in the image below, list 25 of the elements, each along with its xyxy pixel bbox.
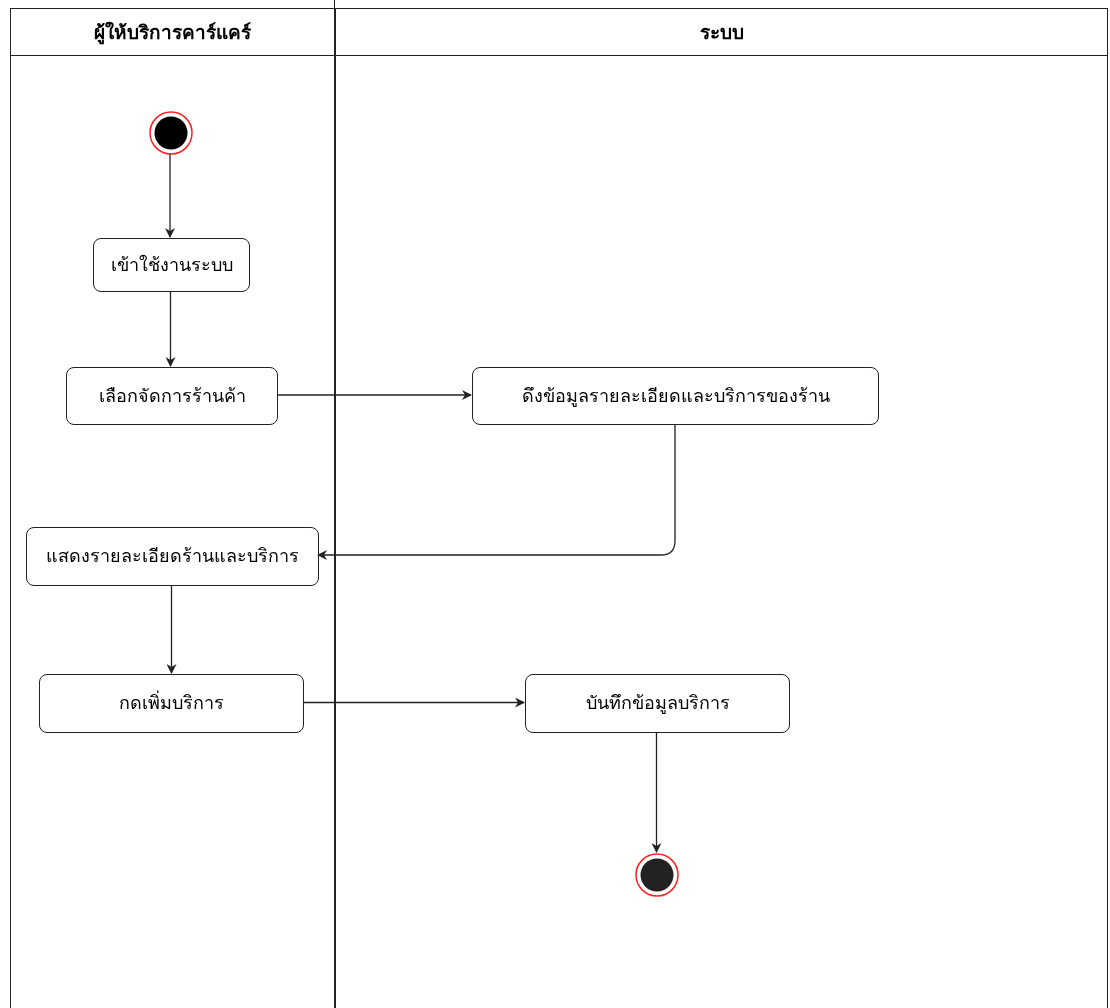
swimlane <box>335 8 1108 1008</box>
arrow <box>165 153 175 238</box>
arrow <box>166 584 177 674</box>
activity-label: บันทึกข้อมูลบริการ <box>585 692 730 715</box>
lane-header: ผู้ให้บริการคาร์แคร์ <box>94 19 251 47</box>
arrow <box>165 290 176 367</box>
activity-box <box>472 367 879 425</box>
activity-box <box>93 238 250 292</box>
activity-label: กดเพิ่มบริการ <box>119 692 224 715</box>
swimlane <box>10 8 335 1008</box>
arrow <box>302 697 525 708</box>
activity-label: เข้าใช้งานระบบ <box>110 253 233 277</box>
activity-box <box>26 527 319 586</box>
end-node <box>635 853 679 897</box>
arrow <box>276 390 472 400</box>
activity-label: เลือกจัดการร้านค้า <box>98 384 246 408</box>
activity-box <box>525 674 790 733</box>
arrow <box>651 731 662 853</box>
activity-label: แสดงรายละเอียดร้านและบริการ <box>46 545 299 568</box>
lane-header: ระบบ <box>699 19 744 45</box>
activity-label: ดึงข้อมูลรายละเอียดและบริการของร้าน <box>521 384 830 408</box>
arrow <box>317 423 676 560</box>
activity-box <box>39 674 304 733</box>
start-node <box>149 111 193 155</box>
activity-box <box>66 367 278 425</box>
